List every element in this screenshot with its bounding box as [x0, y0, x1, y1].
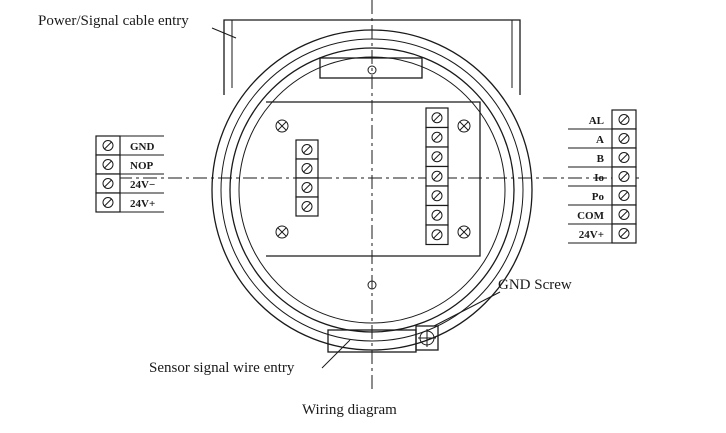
gnd-screw-label: GND Screw	[498, 277, 572, 293]
terminal-name: 24V−	[130, 179, 155, 191]
left-terminal-label: 24V−	[120, 179, 164, 194]
terminal-cell	[425, 165, 449, 187]
right-terminal-label: Po	[568, 191, 612, 206]
terminal-cell	[295, 139, 319, 160]
top-screw-icon	[367, 65, 377, 75]
terminal-cell	[295, 196, 319, 217]
screw-slot-icon	[618, 114, 630, 125]
screw-slot-icon	[431, 112, 443, 124]
right-terminal-label: A	[568, 134, 612, 149]
terminal-cell	[295, 158, 319, 179]
diagram-caption: Wiring diagram	[302, 402, 397, 418]
circuit-board	[266, 101, 481, 257]
terminal-cell	[95, 173, 121, 194]
mounting-screws	[275, 119, 471, 239]
screw-slot-icon	[618, 171, 630, 182]
right-terminal-label: B	[568, 153, 612, 168]
screw-slot-icon	[431, 209, 443, 221]
terminal-name: COM	[577, 210, 605, 222]
inner-terminal-block	[425, 107, 449, 246]
terminal-name: 24V+	[579, 229, 604, 241]
screw-slot-icon	[102, 140, 114, 151]
terminal-cell	[611, 223, 637, 244]
screw-slot-icon	[102, 197, 114, 208]
terminal-cell	[611, 204, 637, 225]
mounting-screw-icon	[275, 119, 289, 133]
screw-slot-icon	[431, 151, 443, 163]
terminal-cell	[611, 185, 637, 206]
terminal-name: Io	[594, 172, 604, 184]
center-lines	[118, 0, 640, 392]
screw-slot-icon	[431, 229, 443, 241]
center-terminal-block	[295, 139, 319, 217]
terminal-cell	[425, 146, 449, 168]
terminal-name: B	[597, 153, 605, 165]
terminal-cell	[425, 224, 449, 246]
terminal-name: NOP	[130, 160, 154, 172]
screw-slot-icon	[618, 133, 630, 144]
screw-slot-icon	[431, 190, 443, 202]
terminal-cell	[95, 192, 121, 213]
screw-slot-icon	[618, 209, 630, 220]
right-terminal-label: COM	[568, 210, 612, 225]
left-terminal-block: GND NOP 24V− 24V+	[95, 135, 164, 213]
terminal-cell	[95, 154, 121, 175]
terminal-name: A	[596, 134, 604, 146]
ground-screw-icon	[415, 325, 439, 351]
screw-slot-icon	[618, 152, 630, 163]
terminal-cell	[611, 128, 637, 149]
screw-slot-icon	[301, 201, 313, 212]
screw-slot-icon	[301, 182, 313, 193]
right-terminal-label: Io	[568, 172, 612, 187]
screw-slot-icon	[102, 159, 114, 170]
left-terminal-label: 24V+	[120, 198, 164, 213]
screw-slot-icon	[102, 178, 114, 189]
screw-slot-icon	[301, 144, 313, 155]
leader-lines	[211, 27, 501, 369]
mounting-screw-icon	[457, 119, 471, 133]
terminal-cell	[425, 126, 449, 148]
terminal-cell	[611, 166, 637, 187]
mounting-screw-icon	[457, 225, 471, 239]
terminal-name: Po	[592, 191, 605, 203]
right-terminal-label: 24V+	[568, 229, 612, 244]
right-terminal-label: AL	[568, 115, 612, 130]
screw-slot-icon	[618, 228, 630, 239]
left-terminal-label: GND	[120, 141, 164, 156]
screw-slot-icon	[431, 170, 443, 182]
terminal-cell	[425, 107, 449, 129]
terminal-cell	[611, 109, 637, 130]
terminal-cell	[425, 204, 449, 226]
screw-slot-icon	[431, 131, 443, 143]
terminal-name: 24V+	[130, 198, 155, 210]
sensor-entry-label: Sensor signal wire entry	[149, 360, 295, 376]
terminal-cell	[611, 147, 637, 168]
power-entry-label: Power/Signal cable entry	[38, 13, 189, 29]
screw-slot-icon	[618, 190, 630, 201]
terminal-cell	[425, 185, 449, 207]
bottom-screw-icon	[367, 280, 377, 290]
terminal-name: GND	[130, 141, 155, 153]
screw-slot-icon	[301, 163, 313, 174]
left-terminal-label: NOP	[120, 160, 164, 175]
terminal-cell	[295, 177, 319, 198]
terminal-name: AL	[589, 115, 604, 127]
mounting-screw-icon	[275, 225, 289, 239]
terminal-cell	[95, 135, 121, 156]
